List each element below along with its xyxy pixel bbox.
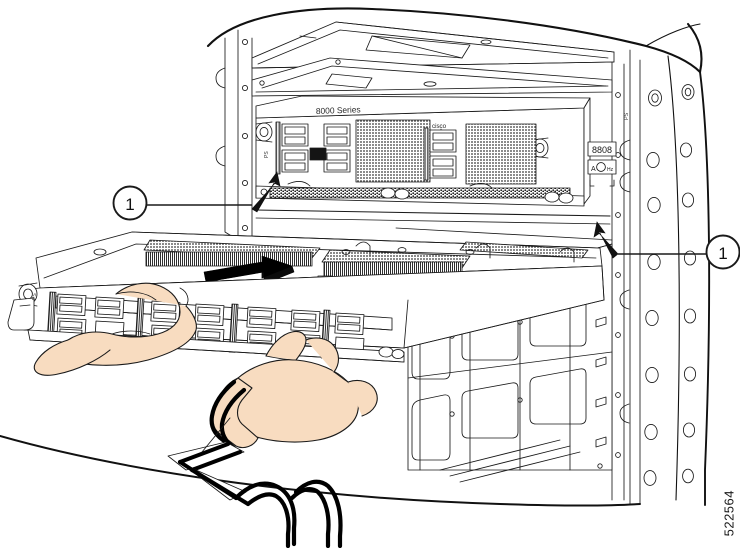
svg-text:PS: PS [32, 293, 38, 300]
line-card-being-inserted: PS [7, 231, 605, 363]
callout-left-label: 1 [125, 195, 134, 214]
lower-hand [167, 330, 378, 548]
card-mesh-grille-2 [466, 124, 536, 184]
chassis-model-badge: 8808 A Hz [587, 141, 617, 187]
svg-text:PS: PS [624, 112, 630, 120]
port-cage-bank-a [275, 121, 309, 175]
callout-right-arrowhead [593, 221, 619, 259]
callout-left-arrowhead [251, 171, 281, 213]
installed-line-card: 8000 Series PS [255, 95, 617, 207]
svg-text:PS: PS [264, 151, 270, 158]
callout-1-right: 1 [593, 221, 740, 270]
installed-card-ejector-bar [255, 181, 585, 207]
rack-rail-mounting-holes [643, 84, 697, 486]
port-cage-bank-b [323, 123, 351, 173]
model-label: 8808 [592, 145, 612, 155]
card-mesh-grille-1 [356, 120, 430, 182]
zigzag-break-line-sleeve [167, 417, 343, 548]
callout-right-label: 1 [718, 244, 727, 263]
upper-hand [33, 282, 197, 376]
svg-text:cisco: cisco [432, 123, 447, 130]
card-ejector-handle-left: PS [7, 282, 38, 331]
sleeve-striped-cuff [209, 377, 259, 451]
card-module-right [423, 123, 549, 185]
rail-screws: PS [615, 92, 630, 458]
svg-text:A: A [591, 166, 596, 173]
torn-edge-break-line-top [206, 7, 703, 74]
svg-text:Hz: Hz [607, 167, 614, 173]
chassis-top-deck [251, 21, 615, 97]
product-family-label: 8000 Series [316, 104, 361, 116]
card-thumbscrew-left [255, 121, 273, 143]
figure-id: 522564 [721, 490, 736, 537]
callout-1-left: 1 [112, 171, 281, 221]
